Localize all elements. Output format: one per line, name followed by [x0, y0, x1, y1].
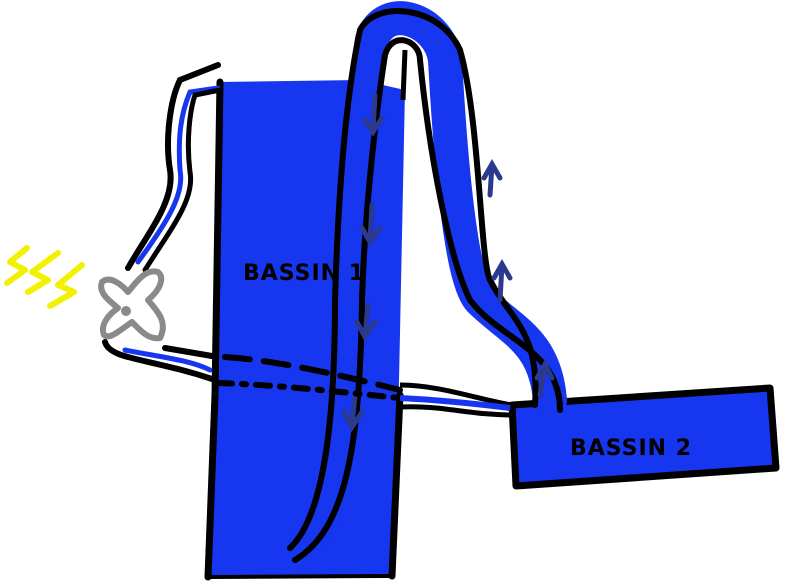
- lower-pipe: [102, 339, 513, 418]
- lightning-icon: [4, 245, 85, 309]
- flow-arrow-icon: [341, 92, 555, 432]
- basin-2-label: BASSIN 2: [570, 436, 692, 461]
- fan-icon: [98, 268, 166, 342]
- basin-2: [508, 384, 780, 490]
- basin-1-label: BASSIN 1: [243, 261, 365, 286]
- upper-pipe: [125, 62, 223, 273]
